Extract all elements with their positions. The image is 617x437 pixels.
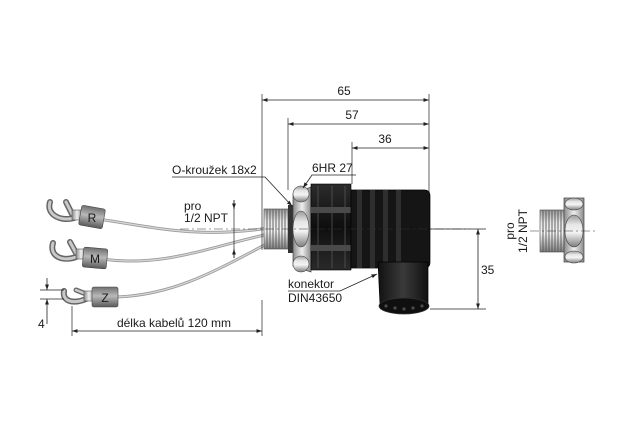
wire-letter-m: M [90, 252, 100, 266]
fork-terminal-icon [46, 199, 83, 222]
thread-label-line1: pro [184, 199, 202, 213]
o-ring-leader [172, 176, 293, 207]
svg-text:1/2 NPT: 1/2 NPT [516, 208, 530, 253]
connector-label-line1: konektor [288, 277, 334, 291]
wire-letter-r: R [88, 211, 97, 225]
din-connector [350, 189, 431, 315]
wire-z [113, 234, 283, 299]
connector-leader [288, 273, 378, 292]
side-thread-label: pro 1/2 NPT [503, 208, 530, 253]
dim-connector-height: 35 [481, 263, 495, 277]
fork-terminal-icon [60, 287, 95, 305]
dim-lug-width: 4 [38, 317, 45, 331]
hex-label: 6HR 27 [312, 161, 353, 175]
wire-letter-z: Z [101, 291, 108, 305]
wire-lug-m: M [49, 239, 108, 270]
black-collar [310, 183, 352, 271]
cable-length-label: délka kabelů 120 mm [117, 316, 231, 330]
dim-overall-length: 65 [337, 84, 351, 98]
wire-lug-z: Z [60, 286, 119, 308]
wire-m [101, 229, 283, 263]
fork-terminal-icon [49, 239, 87, 262]
thread-label-line2: 1/2 NPT [184, 211, 229, 225]
svg-text:pro: pro [503, 222, 517, 240]
wire-r [97, 217, 283, 234]
dim-connector-length: 36 [378, 132, 392, 146]
dim-body-to-end: 57 [345, 108, 359, 122]
wire-lug-r: R [46, 199, 106, 229]
side-fitting [530, 197, 598, 264]
connector-label-line2: DIN43650 [288, 291, 342, 305]
o-ring-label: O-kroužek 18x2 [172, 163, 257, 177]
hex-leader [302, 174, 356, 189]
